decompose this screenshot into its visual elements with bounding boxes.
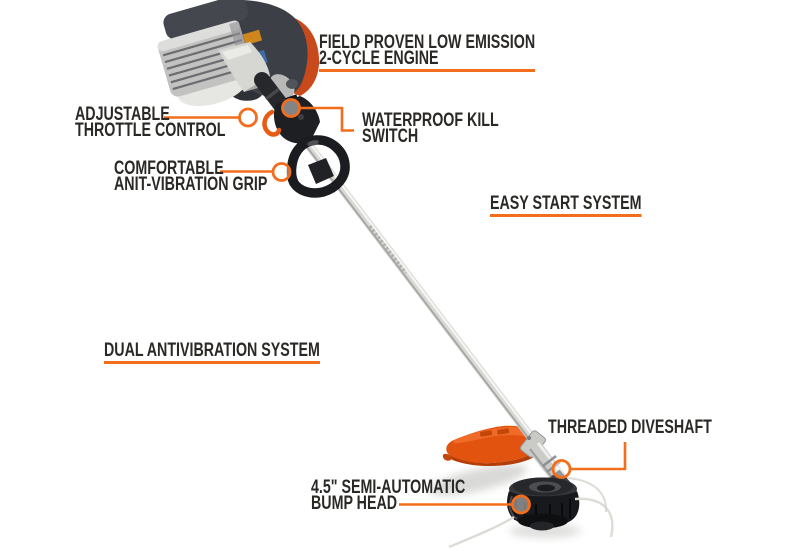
accent-underline: [104, 361, 320, 364]
marker-throttle: [238, 107, 258, 128]
callout-antivibration-line1: DUAL ANTIVIBRATION SYSTEM: [104, 340, 320, 361]
accent-underline: [319, 69, 536, 72]
callout-driveshaft-line1: THREADED DIVESHAFT: [548, 417, 712, 438]
marker-bump-head: [511, 494, 531, 515]
debris-guard: [442, 425, 534, 466]
engine: [157, 0, 320, 107]
callout-throttle: ADJUSTABLE THROTTLE CONTROL: [75, 104, 226, 141]
callout-markers: [238, 98, 572, 515]
callout-bump-head: 4.5" SEMI-AUTOMATIC BUMP HEAD: [311, 477, 466, 514]
connector-kill-switch: [299, 106, 354, 132]
callout-engine-line1: FIELD PROVEN LOW EMISSION: [319, 32, 536, 53]
cylinder-fins: [157, 0, 254, 107]
loop-handle: [286, 135, 350, 198]
accent-underline: [490, 214, 642, 217]
callout-grip-line2: ANIT-VIBRATION GRIP: [114, 174, 268, 195]
throttle-trigger: [262, 109, 282, 137]
shaft-tube: [297, 132, 560, 473]
callout-kill-switch-line1: WATERPROOF KILL: [362, 110, 499, 131]
trimmer-line: [448, 477, 614, 549]
callout-antivibration: DUAL ANTIVIBRATION SYSTEM: [104, 340, 320, 364]
callout-grip: COMFORTABLE ANIT-VIBRATION GRIP: [114, 158, 268, 195]
callout-throttle-line2: THROTTLE CONTROL: [75, 120, 226, 141]
callout-bump-head-line2: BUMP HEAD: [311, 493, 398, 514]
callout-throttle-line1: ADJUSTABLE: [75, 104, 170, 125]
marker-driveshaft: [551, 459, 572, 479]
engine-label-gold: [242, 29, 263, 46]
callout-kill-switch-line2: SWITCH: [362, 126, 419, 147]
callout-engine-line2: 2-CYCLE ENGINE: [319, 48, 439, 69]
callout-easy-start: EASY START SYSTEM: [490, 193, 642, 217]
marker-kill-switch: [281, 98, 301, 118]
ground-shadow: [429, 464, 581, 538]
callout-easy-start-line1: EASY START SYSTEM: [490, 193, 642, 214]
callout-kill-switch: WATERPROOF KILL SWITCH: [362, 110, 499, 147]
callout-grip-line1: COMFORTABLE: [114, 158, 224, 179]
marker-grip: [271, 162, 292, 182]
connector-driveshaft: [570, 442, 627, 471]
callout-bump-head-line1: 4.5" SEMI-AUTOMATIC: [311, 477, 466, 498]
callout-driveshaft: THREADED DIVESHAFT: [548, 417, 712, 438]
callout-connectors: [164, 106, 627, 506]
bump-head: [507, 477, 580, 531]
callout-engine: FIELD PROVEN LOW EMISSION 2-CYCLE ENGINE: [319, 32, 536, 72]
